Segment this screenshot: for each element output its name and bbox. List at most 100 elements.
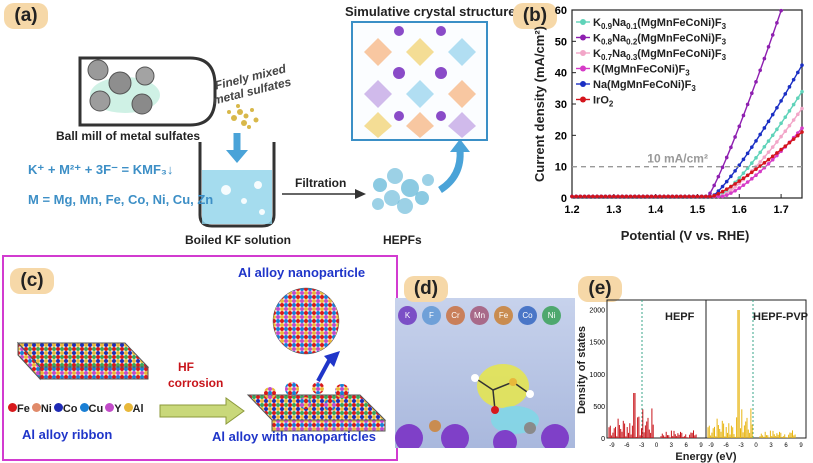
series-point [741, 157, 746, 162]
series-point [733, 169, 737, 173]
series-point [586, 194, 591, 199]
series-point [796, 133, 800, 138]
series-point [800, 89, 804, 94]
dos-ylabel: Density of states [576, 326, 588, 414]
element-ball-k: K [398, 306, 417, 325]
panel-c-label: (c) [10, 268, 54, 294]
dos-left-title: HEPF [665, 311, 695, 323]
panel-c-figure [16, 287, 387, 432]
series-point [762, 161, 767, 165]
series-point [729, 174, 733, 179]
crystal-octahedra [364, 26, 476, 138]
series-point [754, 167, 758, 171]
dos-x-tick-label: 6 [685, 443, 689, 449]
ribbon-caption: Al alloy ribbon [22, 427, 113, 442]
series-point [670, 194, 675, 199]
equation: K⁺ + M²⁺ + 3F⁻ = KMF₃↓ [28, 162, 174, 177]
series-point [800, 106, 804, 111]
dos-x-tick-label: -9 [609, 443, 615, 449]
series-point [716, 174, 721, 179]
series-point [787, 109, 792, 113]
element-ball-ni: Ni [542, 306, 561, 325]
legend-label: IrO2 [593, 95, 614, 109]
series-point [775, 153, 779, 158]
dos-x-tick-label: 3 [670, 443, 674, 449]
series-point [758, 169, 762, 174]
metals-list: M = Mg, Mn, Fe, Co, Ni, Cu, Zn [28, 192, 214, 207]
series-point [770, 33, 775, 37]
x-tick-label: 1.4 [648, 204, 664, 216]
legend-label: Na(MgMnFeCoNi)F3 [593, 79, 696, 93]
dos-y-tick-label: 0 [601, 436, 605, 443]
series-point [775, 21, 779, 25]
series-point [733, 188, 737, 193]
legend-marker [580, 65, 586, 72]
series-point [733, 135, 737, 139]
series-point [729, 191, 733, 195]
series-point [570, 194, 574, 199]
x-tick-label: 1.6 [732, 204, 747, 216]
series-point [724, 155, 729, 160]
series-point [800, 63, 804, 67]
series-point [779, 147, 783, 152]
series-point [775, 127, 779, 132]
element-ball-co: Co [518, 306, 537, 325]
series-point [733, 182, 737, 186]
series-point [666, 194, 670, 199]
series-point [745, 180, 750, 184]
substrate-atoms [395, 420, 569, 448]
dos-y-tick-label: 2000 [589, 308, 605, 315]
series-point [741, 176, 746, 181]
series-point [720, 165, 725, 170]
boiled-caption: Boiled KF solution [185, 233, 291, 247]
series-point [783, 129, 788, 133]
legend-label: K0.7Na0.3(MgMnFeCoNi)F3 [593, 48, 727, 62]
hf-corrosion-arrow [159, 397, 245, 425]
dos-x-tick-label: 9 [799, 443, 803, 449]
dos-x-tick-label: -6 [723, 443, 729, 449]
series-point [762, 56, 767, 61]
nanoparticle-title: Al alloy nanoparticle [238, 265, 366, 280]
series-point [712, 183, 716, 188]
series-point [704, 194, 708, 199]
dos-x-tick-label: 6 [784, 443, 788, 449]
series-point [775, 140, 779, 144]
series-point [750, 176, 754, 181]
series-point [745, 151, 750, 156]
series-point [770, 157, 775, 162]
dos-x-tick-label: -9 [708, 443, 714, 449]
series-point [796, 112, 800, 117]
series-point [578, 194, 583, 199]
dos-right-frame [705, 299, 807, 439]
series-point [758, 160, 762, 164]
series-point [645, 194, 650, 199]
y-tick-label: 30 [555, 99, 567, 111]
series-point [754, 139, 758, 143]
panel-d-label: (d) [404, 276, 448, 302]
series-point [766, 150, 771, 154]
series-point [724, 187, 729, 191]
series-point [737, 179, 742, 183]
series-point [783, 144, 788, 148]
series-point [770, 133, 775, 138]
reference-line-label: 10 mA/cm² [647, 152, 708, 166]
series-point [591, 194, 595, 199]
series-point [741, 113, 746, 118]
element-ball-row: K F Cr Mn Fe Co Ni [398, 306, 561, 325]
nanoparticles-caption: Al alloy with nanoparticles [212, 429, 376, 444]
series-point [737, 186, 742, 190]
series-point [741, 171, 746, 175]
series-point [662, 194, 666, 199]
series-point [708, 191, 712, 196]
crystal-title: Simulative crystal structure [345, 4, 516, 19]
alloy-ribbon [16, 342, 150, 368]
dos-y-tick-label: 1500 [589, 340, 605, 347]
series-point [716, 189, 721, 193]
series-point [791, 118, 796, 122]
series-point [733, 185, 737, 189]
y-tick-label: 40 [555, 68, 567, 80]
series-point [770, 145, 775, 149]
series-point [674, 194, 679, 199]
legend-fe: Fe [8, 403, 30, 415]
